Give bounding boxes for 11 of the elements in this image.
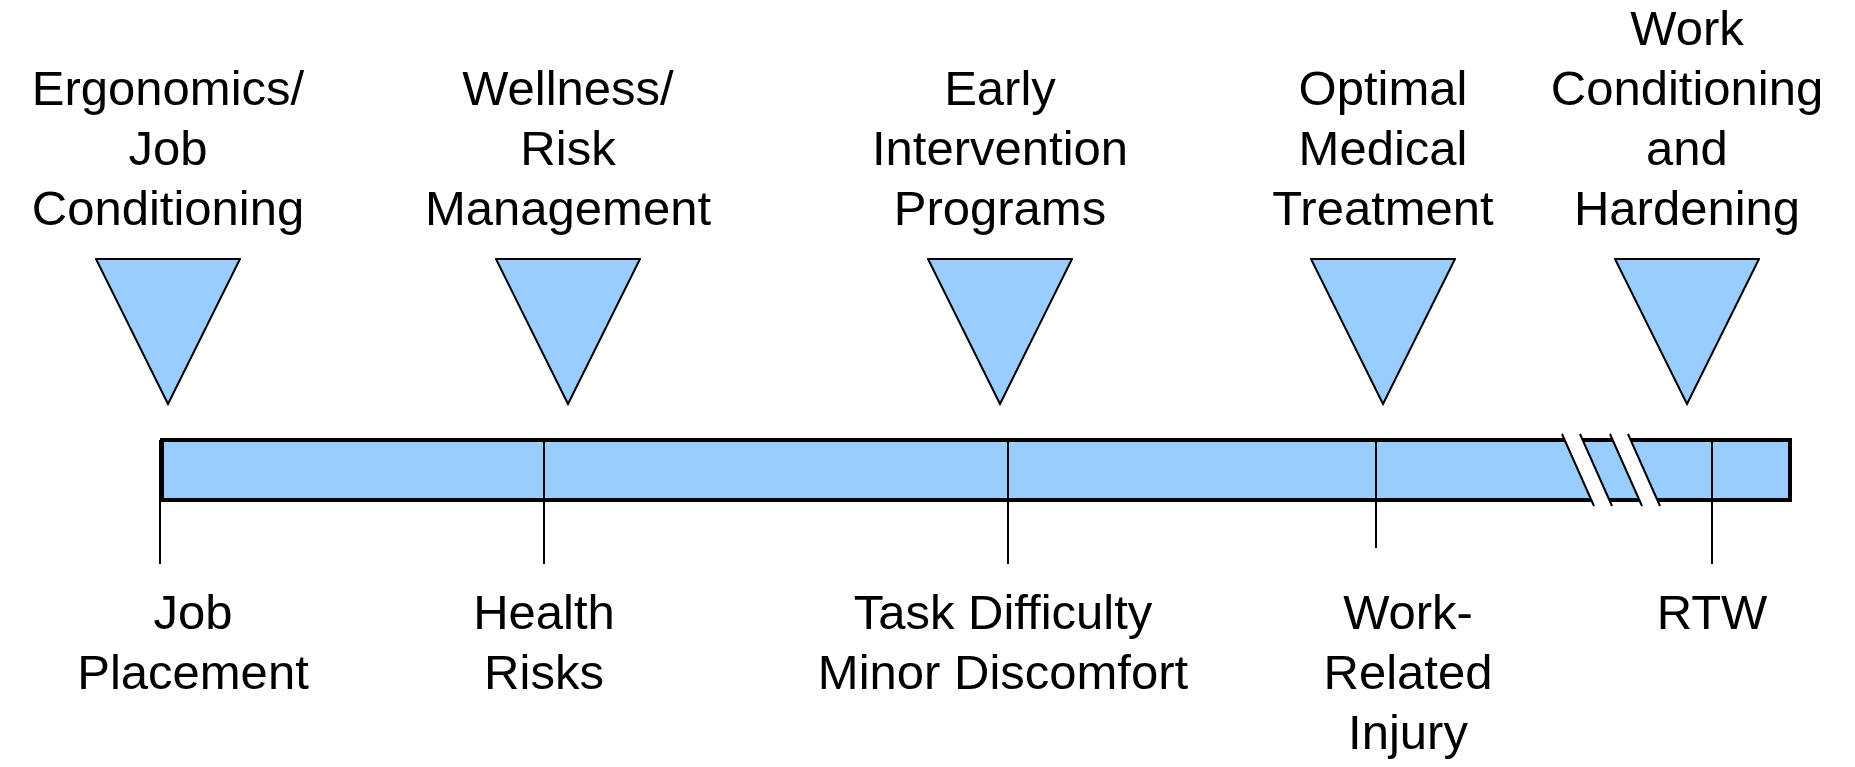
milestone-label: Optimal Medical Treatment	[1271, 60, 1495, 237]
milestone-label: Wellness/ Risk Management	[424, 60, 712, 237]
event-label: Work-Related Injury	[1322, 584, 1494, 761]
event-label: Health Risks	[472, 584, 616, 701]
milestone-label: Early Intervention Programs	[870, 60, 1130, 237]
milestone-label: Ergonomics/ Job Conditioning	[30, 60, 306, 237]
event-label: Job Placement	[76, 584, 310, 701]
event-label: RTW	[1655, 584, 1769, 641]
milestone-label: Work Conditioning and Hardening	[1549, 0, 1825, 237]
event-label: Task Difficulty Minor Discomfort	[816, 584, 1190, 701]
timeline-bar	[160, 438, 1792, 502]
